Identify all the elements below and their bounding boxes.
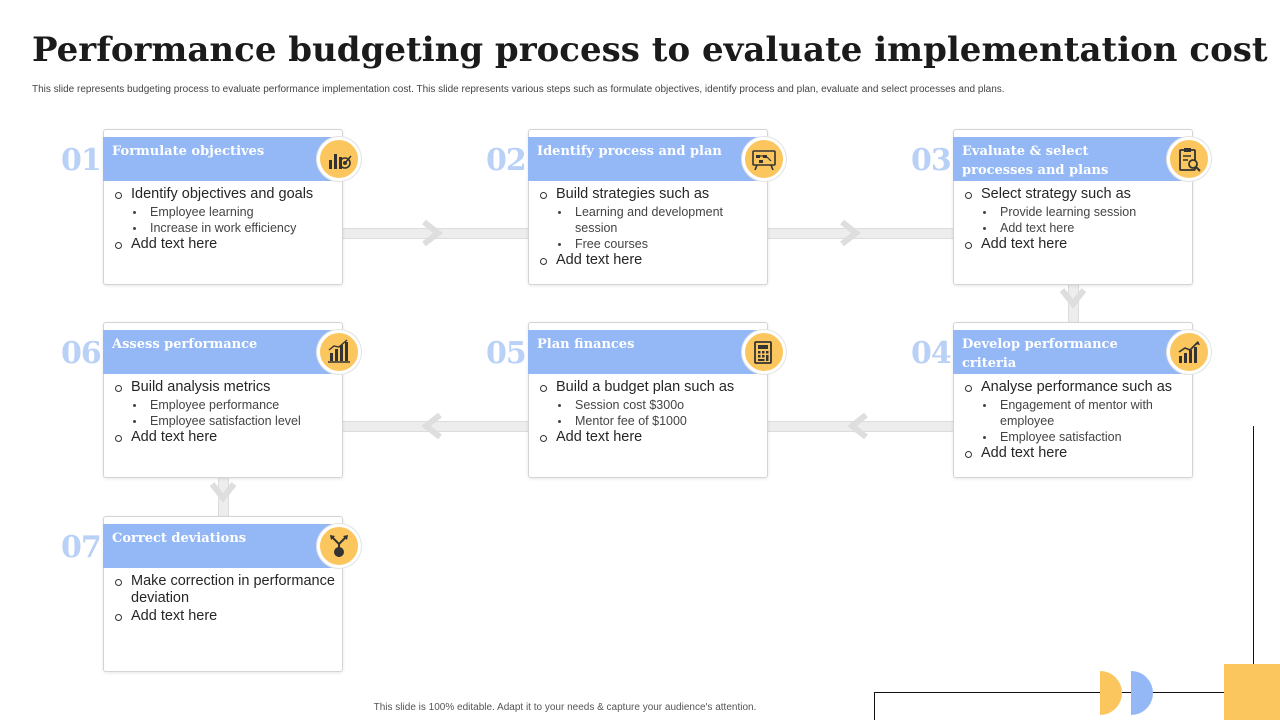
sub-list-item: Increase in work efficiency (131, 220, 337, 236)
step-header: Assess performance (103, 330, 335, 374)
list-item: Build strategies such as (538, 186, 762, 203)
target-chart-icon (317, 137, 361, 181)
step-title: Formulate objectives (112, 144, 265, 159)
calculator-report-icon (742, 330, 786, 374)
sub-list-item: Employee performance (131, 397, 337, 413)
deco-half-circle-blue (1131, 671, 1153, 715)
step-items: Make correction in performance deviation… (113, 573, 337, 626)
arrow-down-icon (210, 482, 236, 503)
list-item: Add text here (113, 608, 337, 625)
step-title: Assess performance (112, 337, 258, 352)
sub-list-item: Learning and development session (556, 204, 762, 236)
step-number: 06 (61, 336, 102, 371)
list-item: Build analysis metrics (113, 379, 337, 396)
direction-arrows-icon (317, 524, 361, 568)
sub-list-item: Free courses (556, 236, 762, 252)
bar-chart-gear-icon (317, 330, 361, 374)
process-board-icon (742, 137, 786, 181)
sub-list-item: Mentor fee of $1000 (556, 413, 762, 429)
list-item: Select strategy such as (963, 186, 1187, 203)
arrow-left-icon (421, 413, 442, 439)
arrow-down-icon (1060, 288, 1086, 309)
sub-list-item: Session cost $300o (556, 397, 762, 413)
step-title: Plan finances (537, 337, 635, 352)
deco-half-circle-yellow (1100, 671, 1122, 715)
step-number: 03 (911, 143, 952, 178)
list-item: Add text here (113, 236, 337, 253)
step-title: Evaluate & select processes and plans (962, 144, 1109, 178)
deco-vertical-line (1253, 426, 1254, 680)
step-header: Develop performance criteria (953, 330, 1185, 374)
list-item: Make correction in performance deviation (113, 573, 337, 607)
list-item: Identify objectives and goals (113, 186, 337, 203)
arrow-left-icon (847, 413, 868, 439)
step-number: 05 (486, 336, 527, 371)
list-item: Build a budget plan such as (538, 379, 762, 396)
deco-horizontal-line (874, 692, 1224, 693)
page-subtitle: This slide represents budgeting process … (32, 84, 1005, 95)
list-item: Add text here (113, 429, 337, 446)
step-number: 01 (61, 143, 102, 178)
list-item: Add text here (963, 236, 1187, 253)
sub-list-item: Employee learning (131, 204, 337, 220)
sub-list-item: Engagement of mentor with employee (981, 397, 1187, 429)
arrow-right-icon (840, 220, 861, 246)
step-header: Identify process and plan (528, 137, 760, 181)
step-title: Identify process and plan (537, 144, 722, 159)
growth-chart-icon (1167, 330, 1211, 374)
clipboard-search-icon (1167, 137, 1211, 181)
step-number: 02 (486, 143, 527, 178)
step-header: Plan finances (528, 330, 760, 374)
sub-list-item: Employee satisfaction level (131, 413, 337, 429)
step-title: Develop performance criteria (962, 337, 1118, 371)
step-header: Evaluate & select processes and plans (953, 137, 1185, 181)
list-item: Add text here (963, 445, 1187, 462)
list-item: Analyse performance such as (963, 379, 1187, 396)
sub-list-item: Employee satisfaction (981, 429, 1187, 445)
step-header: Correct deviations (103, 524, 335, 568)
sub-list-item: Provide learning session (981, 204, 1187, 220)
step-title: Correct deviations (112, 531, 247, 546)
footer-note: This slide is 100% editable. Adapt it to… (373, 702, 757, 713)
deco-square (1224, 664, 1280, 720)
deco-corner-line (874, 692, 875, 720)
step-number: 04 (911, 336, 952, 371)
step-number: 07 (61, 530, 102, 565)
list-item: Add text here (538, 429, 762, 446)
step-header: Formulate objectives (103, 137, 335, 181)
arrow-right-icon (422, 220, 443, 246)
page-title: Performance budgeting process to evaluat… (32, 30, 1268, 70)
list-item: Add text here (538, 252, 762, 269)
sub-list-item: Add text here (981, 220, 1187, 236)
